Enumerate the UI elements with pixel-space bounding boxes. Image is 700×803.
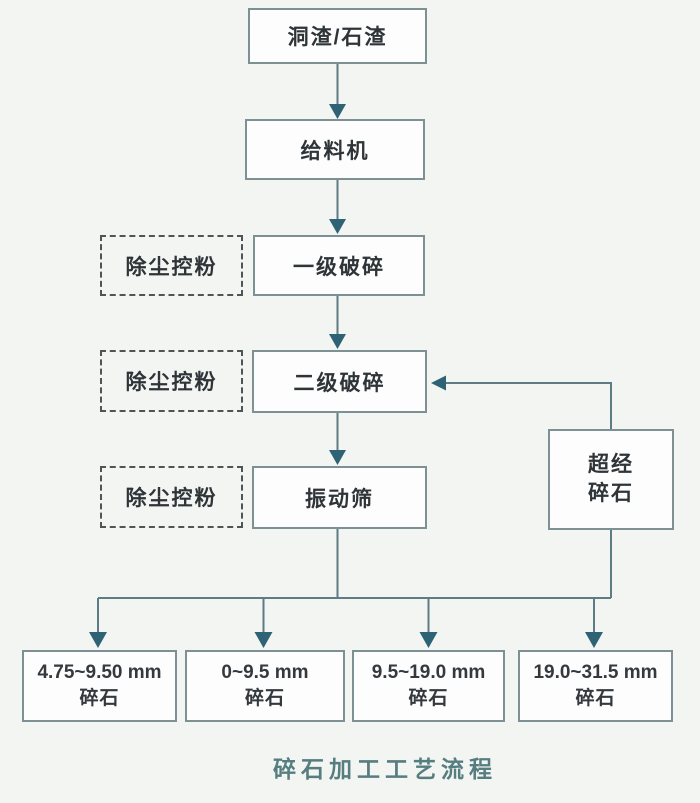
node-oversize-stone: 超经 碎石: [548, 429, 674, 530]
arrowhead-to-product-2: [254, 632, 273, 648]
oversize-line-2: 碎石: [588, 481, 634, 505]
product-2-label: 碎石: [244, 688, 285, 709]
oversize-line-1: 超经: [588, 453, 634, 477]
product-box-2: 0~9.5 mm 碎石: [185, 650, 345, 722]
arrowhead-to-screen: [329, 450, 346, 465]
product-4-label: 碎石: [575, 688, 616, 709]
product-3-size: 9.5~19.0 mm: [371, 662, 486, 684]
product-box-1: 4.75~9.50 mm 碎石: [22, 650, 177, 722]
dust-control-box-3: 除尘控粉: [100, 466, 243, 528]
dust-control-box-2: 除尘控粉: [100, 350, 243, 412]
dust-control-box-1: 除尘控粉: [100, 235, 243, 296]
arrowhead-feedback-to-secondary: [431, 375, 446, 391]
arrowhead-to-product-3: [419, 632, 438, 648]
product-box-3: 9.5~19.0 mm 碎石: [352, 650, 505, 722]
product-2-size: 0~9.5 mm: [221, 662, 309, 684]
diagram-title: 碎石加工工艺流程: [273, 756, 497, 782]
edge-oversize-feedback: [446, 382, 612, 429]
arrowhead-to-primary: [329, 219, 346, 234]
product-1-size: 4.75~9.50 mm: [37, 662, 162, 684]
node-feeder: 给料机: [245, 119, 425, 180]
arrowhead-to-feeder: [329, 104, 346, 119]
arrowhead-to-product-1: [89, 632, 107, 648]
node-source: 洞渣/石渣: [248, 8, 427, 64]
product-4-size: 19.0~31.5 mm: [533, 662, 658, 684]
arrowhead-to-product-4: [585, 632, 603, 648]
product-3-label: 碎石: [408, 688, 449, 709]
node-vibrating-screen: 振动筛: [252, 466, 427, 529]
arrowhead-to-secondary: [329, 334, 346, 349]
node-secondary-crusher: 二级破碎: [252, 350, 427, 413]
product-1-label: 碎石: [79, 688, 120, 709]
product-box-4: 19.0~31.5 mm 碎石: [518, 650, 673, 722]
node-primary-crusher: 一级破碎: [253, 235, 425, 296]
